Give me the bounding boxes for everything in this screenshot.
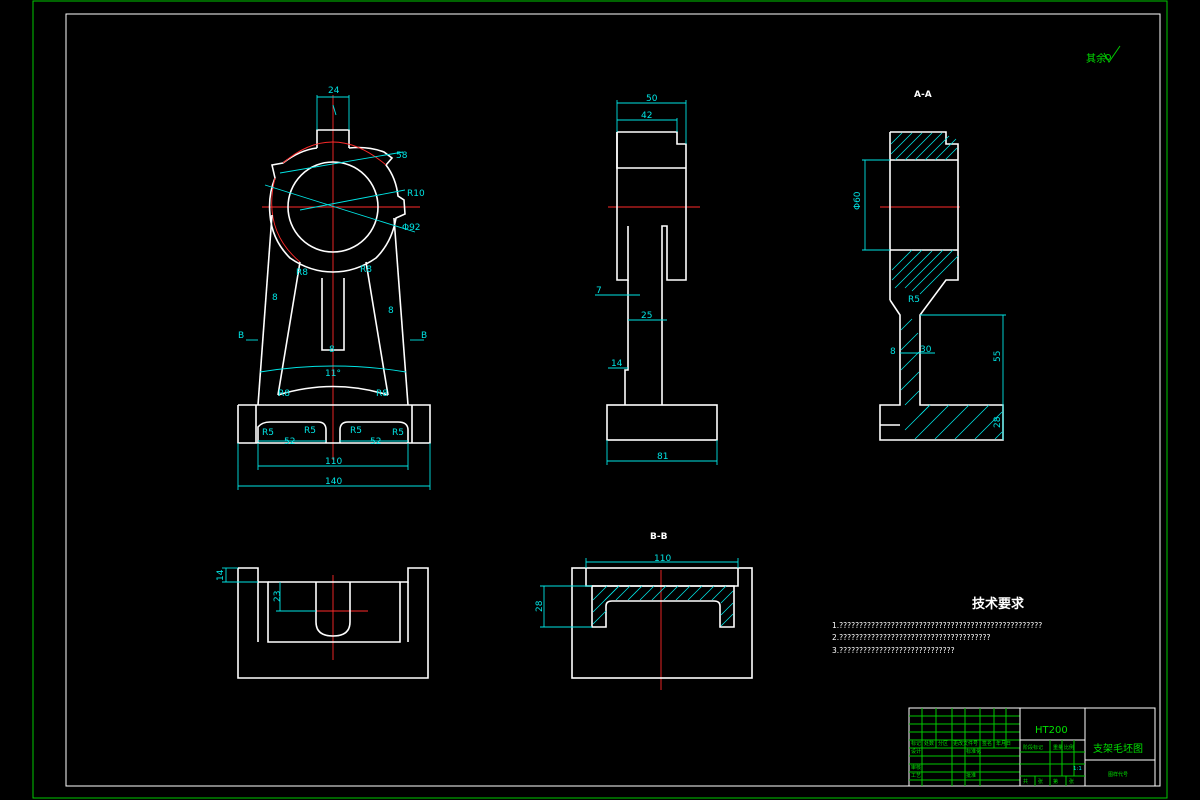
front-dim-8-left: 8 (272, 293, 278, 303)
tb-cell-3: 更改文件号 (953, 740, 978, 747)
front-dim-r8-lower-right: R8 (376, 389, 388, 399)
front-dim-r5-a: R5 (262, 428, 274, 438)
front-dim-phi92: Φ92 (402, 223, 421, 233)
front-dim-8-stem: 8 (329, 345, 335, 355)
tb-cell-18: 图样代号 (1108, 771, 1128, 778)
front-dim-r5-b: R5 (304, 426, 316, 436)
tech-req-title: 技术要求 (972, 596, 1025, 612)
tb-cell-11: 审核 (911, 764, 921, 771)
tb-cell-0: 标记 (911, 740, 921, 747)
side-dim-25: 25 (641, 311, 652, 321)
front-dim-24: 24 (328, 86, 340, 96)
aa-dim-28: 28 (993, 416, 1003, 428)
front-dim-52-left: 52 (284, 437, 295, 447)
tb-cell-9: 重量 (1053, 744, 1063, 751)
tb-cell-5: 年月日 (996, 740, 1011, 747)
tb-cell-14: 共 (1023, 778, 1028, 785)
tb-cell-16: 第 (1053, 778, 1058, 785)
tb-cell-12: 工艺 (911, 773, 921, 779)
roughness-text: 其余 (1086, 52, 1106, 65)
tb-cell-4: 签名 (982, 740, 992, 747)
outer-frame (32, 0, 1168, 799)
title-block: 标记 处数 分区 更改文件号 签名 年月日 设计 标准化 阶段标记 重量 比例 … (908, 707, 1156, 787)
front-dim-110: 110 (325, 457, 342, 467)
front-dim-r8-right: R8 (360, 265, 372, 275)
front-dim-8-right: 8 (388, 306, 394, 316)
front-marker-b-left: B (238, 331, 244, 341)
front-dim-angle: 11° (325, 369, 341, 379)
roughness-mark: 其余 (1086, 45, 1121, 65)
aa-dim-8: 8 (890, 347, 896, 357)
side-dim-81: 81 (657, 452, 668, 462)
top-view: 14 23 (216, 567, 429, 679)
side-dim-50: 50 (646, 94, 658, 104)
side-dim-7: 7 (596, 286, 602, 296)
tech-req-item-1: 1.??????????????????????????????????????… (832, 621, 1042, 630)
aa-dim-55: 55 (993, 351, 1003, 362)
tb-cell-7: 标准化 (966, 748, 981, 755)
inner-frame (65, 13, 1161, 787)
tb-cell-17: 张 (1069, 778, 1074, 785)
front-dim-r5-c: R5 (350, 426, 362, 436)
side-dim-14: 14 (611, 359, 623, 369)
tb-cell-6: 设计 (911, 748, 921, 755)
front-dim-r8-lower-left: R8 (278, 389, 290, 399)
front-dim-52-right: 52 (370, 437, 381, 447)
section-bb-view: B-B 110 28 (535, 532, 753, 690)
section-bb-label: B-B (650, 532, 668, 542)
tb-cell-2: 分区 (938, 740, 948, 747)
tb-cell-13: 批准 (966, 772, 976, 779)
front-dim-140: 140 (325, 477, 342, 487)
tb-material: HT200 (1035, 725, 1068, 736)
front-dim-r8-left: R8 (296, 268, 308, 278)
section-aa-label: A-A (914, 90, 932, 100)
front-dim-58: 58 (396, 151, 408, 161)
section-aa-view: A-A (853, 90, 1006, 441)
side-dim-42: 42 (641, 111, 652, 121)
bb-dim-110: 110 (654, 554, 671, 564)
tech-req-item-2: 2.?????????????????????????????????????? (832, 633, 990, 642)
side-view: 50 42 7 25 14 81 (595, 94, 718, 465)
top-dim-14: 14 (216, 569, 226, 581)
front-marker-b-right: B (421, 331, 427, 341)
aa-dim-phi60: Φ60 (853, 191, 863, 210)
aa-dim-r5: R5 (908, 295, 920, 305)
top-dim-23: 23 (273, 591, 283, 602)
tb-cell-1: 处数 (924, 740, 934, 747)
tech-req-item-3: 3.????????????????????????????? (832, 646, 955, 655)
tb-cell-10: 比例 (1064, 744, 1074, 751)
tb-cell-8: 阶段标记 (1023, 744, 1043, 751)
front-dim-r5-d: R5 (392, 428, 404, 438)
aa-dim-30: 30 (920, 345, 932, 355)
front-dim-r10: R10 (407, 189, 425, 199)
tb-scale: 1:1 (1073, 766, 1082, 772)
technical-requirements: 技术要求 1.?????????????????????????????????… (832, 596, 1042, 655)
bb-dim-28: 28 (535, 600, 545, 612)
tb-cell-15: 张 (1038, 778, 1043, 785)
tb-drawing-name: 支架毛坯图 (1093, 743, 1143, 755)
front-view: 24 58 R10 Φ92 R8 R8 8 8 8 11° R8 R8 R5 R… (237, 86, 431, 490)
